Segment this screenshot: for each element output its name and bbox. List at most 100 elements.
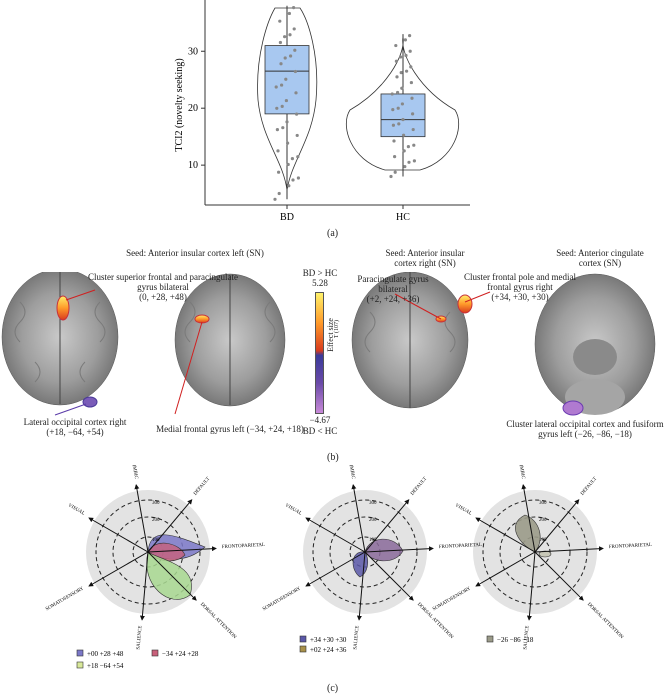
radar-axis-label: LIMBIC [517,465,525,480]
label-frontal-pole: Cluster frontal pole and medial frontal … [460,272,580,302]
radar3-shape-gray [515,514,541,553]
label-lateral-occipital-text: Lateral occipital cortex right [23,417,127,427]
brain-slices [1,272,656,416]
data-point [408,33,412,38]
data-point [277,170,281,174]
data-point [286,162,290,167]
colorbar-max: 5.28 [312,278,328,288]
data-point [284,77,288,81]
data-point [390,92,394,96]
data-point [296,155,300,159]
y-axis-label: TCI2 (novelty seeking) [174,58,185,151]
data-point [283,35,287,39]
data-point [275,106,279,110]
seed-label-cingulate: Seed: Anterior cingulate cortex (SN) [556,248,644,268]
radar-axis-line [534,499,580,553]
data-point [392,139,396,143]
data-point [288,33,292,37]
data-point [296,176,300,180]
data-point [408,49,412,53]
data-point [274,85,278,89]
radar-axis-label: FRONTOPARIETAL [222,543,265,550]
radar-axis-line [139,551,149,621]
radar-axis-label: DORSAL ATTENTION [586,602,624,640]
radar-axis-line [305,551,366,587]
radar-ring-label: 200 [369,518,377,523]
radar-axis-label: FRONTOPARIETAL [439,543,482,550]
radar-ring-label: 100 [539,538,547,543]
label-lateral-occipital: Lateral occipital cortex right (+18, −64… [0,417,150,437]
data-point [290,157,294,161]
data-point [400,102,404,106]
data-point [289,54,293,58]
data-point [280,83,284,87]
data-point [402,133,406,137]
colorbar-gradient [315,292,324,414]
coord-frontal-pole: (+34, +30, +30) [491,292,549,302]
coord-lateral-occipital: (+18, −64, +54) [46,427,104,437]
data-point [275,128,279,132]
box-HC [380,93,426,138]
data-point [397,122,401,126]
data-point [396,90,400,95]
panel-a-tag: (a) [327,228,339,239]
data-point [403,164,407,169]
data-point [389,174,393,179]
label-paracingulate: Paracingulate gyrus bilateral (+2, +24, … [343,274,443,304]
brain-slice-2 [174,273,286,415]
radar-axis-line [147,551,197,601]
radar-axis-label: LIMBIC [130,465,138,480]
y-tick-label: 10 [188,160,198,171]
colorbar: BD > HC 5.28 [300,268,340,288]
data-point [395,75,399,79]
data-point [394,59,398,63]
radar-axis-line [475,517,536,553]
data-point [393,154,397,159]
data-point [411,127,415,132]
radar-axis-line [147,546,217,553]
cluster-frontal-pole [457,294,473,314]
radar-axis-label: SOMATOSENSORY [432,586,472,612]
brain-slice-1 [1,272,119,408]
radar-axis-label: DEFAULT [410,477,428,497]
data-point [396,106,400,110]
data-point [404,53,408,58]
data-point [393,170,397,174]
radar-axis-line [475,551,536,587]
colorbar-min: −4.67 [309,415,331,425]
data-point [293,69,297,74]
data-point [281,126,285,130]
colorbar-top-label: BD > HC [302,268,338,278]
radar-axis-label: VISUAL [284,503,302,517]
seed-label-left-insula: Seed: Anterior insular cortex left (SN) [126,248,264,258]
radar-ring-label: 100 [152,538,160,543]
data-point [410,96,414,100]
radar-axis-label: DORSAL ATTENTION [199,602,237,640]
data-point [278,40,282,45]
coord-paracingulate: (+2, +24, +36) [366,294,420,304]
data-point [394,43,398,48]
seed-label-right-insula: Seed: Anterior insular cortex right (SN) [385,248,465,268]
radar-axis-label: SALIENCE [136,625,143,650]
data-point [273,197,277,201]
radar-charts: LIMBIC DEFAULT FRONTOPARIETAL DORSAL ATTENT… [45,465,652,670]
data-point [399,71,403,75]
data-point [295,112,299,116]
radar-axis-line [88,551,149,587]
data-point [279,62,283,66]
radar-axis-line [364,546,434,553]
data-point [391,123,395,127]
data-point [286,141,290,145]
legend2-item-1: +34 +30 +30 [310,636,347,644]
radar-axis-label: SALIENCE [353,625,360,650]
cluster-sup-frontal [56,295,70,321]
brain-slice-4 [534,273,656,416]
data-point [285,120,289,124]
data-point [293,48,297,52]
radar2-legend: +34 +30 +30 +02 +24 +36 [299,635,347,654]
legend1-item-1: +00 +28 +48 [87,650,124,658]
y-tick-label: 30 [188,46,198,57]
radar1-shape-green [146,551,192,600]
radar-axis-line [364,499,410,553]
